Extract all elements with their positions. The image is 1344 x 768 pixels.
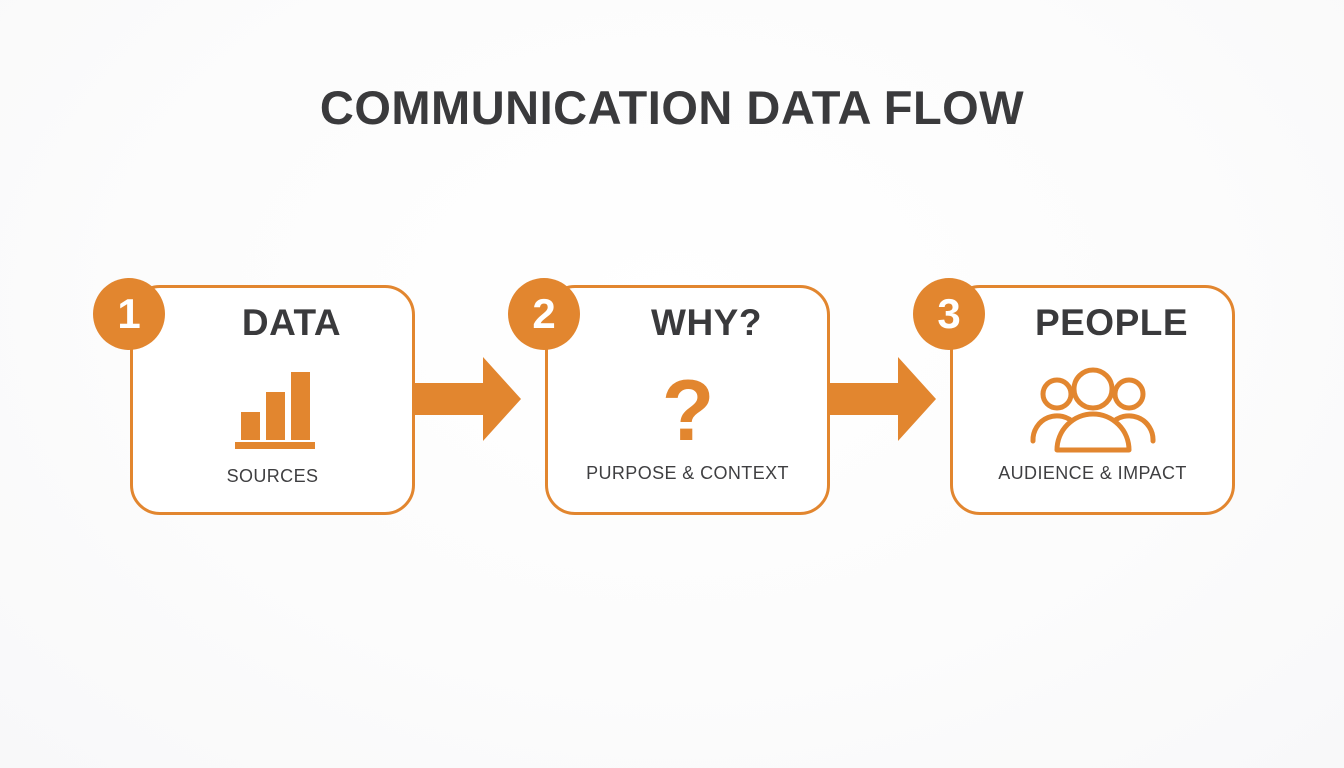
step-heading-1: DATA (241, 302, 342, 343)
page-title: COMMUNICATION DATA FLOW (319, 81, 1025, 134)
step-caption-3: AUDIENCE & IMPACT (998, 463, 1187, 483)
flow-step-card-1[interactable]: 1 DATA SOURCES (93, 278, 415, 515)
arrow-right-icon-2 (828, 353, 938, 445)
arrow-right-icon-1 (413, 353, 523, 445)
step-number-badge-2: 2 (508, 278, 580, 350)
step-heading-3: PEOPLE (1034, 302, 1189, 343)
flow-step-card-2[interactable]: 2 WHY? ? PURPOSE & CONTEXT (508, 278, 830, 515)
bar-chart-icon (133, 366, 412, 454)
step-number-badge-3: 3 (913, 278, 985, 350)
step-heading-2: WHY? (651, 302, 762, 343)
people-group-icon (953, 366, 1232, 454)
step-caption-1: SOURCES (226, 466, 319, 486)
flow-step-card-3[interactable]: 3 PEOPLE AUDIENCE & IMPACT (913, 278, 1235, 515)
step-number-badge-1: 1 (93, 278, 165, 350)
question-mark-glyph: ? (661, 363, 715, 460)
question-mark-icon: ? (548, 366, 827, 454)
step-caption-2: PURPOSE & CONTEXT (586, 463, 789, 483)
flow-diagram: 1 DATA SOURCES 2 WHY? ? PURPOSE & CONTEX… (0, 278, 1344, 520)
